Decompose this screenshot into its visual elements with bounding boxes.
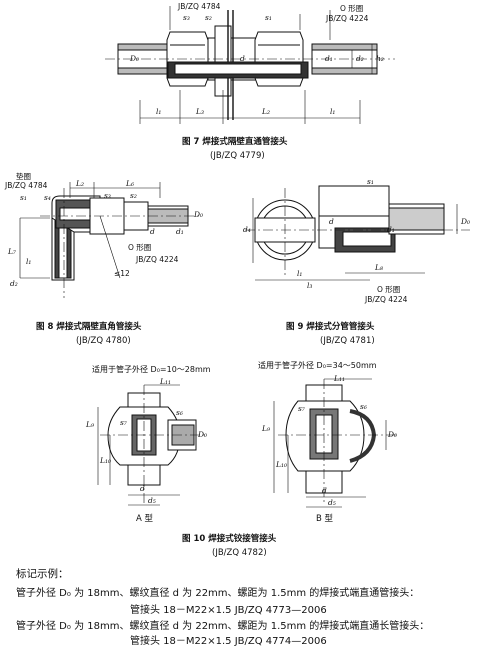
fig10a-label-d5: d₅	[148, 496, 156, 505]
marking-example-1: 管接头 18－M22×1.5 JB/ZQ 4773—2006	[130, 605, 327, 616]
fig7-label-s3: s₃	[183, 13, 190, 22]
fig8-label-l6: L₆	[126, 179, 134, 188]
fig10b-label-l10: L₁₀	[276, 460, 287, 469]
fig10a-label-s6: s₆	[176, 408, 183, 417]
fig8-label-s1: s₁	[20, 193, 27, 202]
fig8-label-l1: l₁	[26, 257, 32, 266]
fig10b-label-s7: s₇	[298, 404, 305, 413]
fig9-o-ring: O 形圈	[377, 285, 401, 294]
fig9-label-d0: D₀	[461, 217, 471, 226]
marking-line-1: 管子外径 D₀ 为 18mm、螺纹直径 d 为 22mm、螺距为 1.5mm 的…	[16, 588, 420, 599]
fig7-label-l1a: l₁	[156, 107, 162, 116]
fig9-label-l1: l₁	[297, 269, 303, 278]
fig7-label-s2: s₂	[205, 13, 212, 22]
fig7-label-s1: s₁	[265, 13, 272, 22]
fig7-std-top: JB/ZQ 4784	[178, 2, 221, 11]
fig9-label-d: d	[329, 217, 334, 226]
figure-7-drawing: JB/ZQ 4784 JB/ZQ 4224 O 形圈 s₃ s₂ s₁ D₀ d…	[0, 0, 486, 170]
fig7-label-l1b: l₁	[330, 107, 336, 116]
fig7-std-right: JB/ZQ 4224	[326, 14, 369, 23]
fig7-label-l3: L₃	[196, 107, 204, 116]
fig8-label-d2: d₂	[10, 279, 18, 288]
fig8-std-o: JB/ZQ 4224	[136, 255, 179, 264]
fig10-caption: 图 10 焊接式铰接管接头	[182, 534, 277, 544]
figure-9-drawing: s₁ d₄ d d₁ D₀ l₁ L₈ l₃ O 形圈 JB/ZQ 4224	[235, 168, 486, 308]
fig10a-label-l10: L₁₀	[100, 456, 111, 465]
fig8-label-d1: d₁	[176, 227, 184, 236]
fig9-label-s1: s₁	[367, 177, 374, 186]
fig9-label-d4: d₄	[243, 225, 251, 234]
fig10a-label-l11: L₁₁	[160, 377, 171, 386]
fig8-standard: (JB/ZQ 4780)	[76, 336, 131, 346]
fig10-type-a: A 型	[136, 514, 154, 524]
fig7-label-l2: L₂	[262, 107, 270, 116]
fig8-label-s4: s₄	[44, 193, 51, 202]
fig7-label-d0: D₀	[130, 54, 140, 63]
fig10-standard: (JB/ZQ 4782)	[212, 548, 267, 558]
marking-example-2: 管接头 18－M22×1.5 JB/ZQ 4774—2006	[130, 636, 327, 647]
fig8-label-l2: L₂	[76, 179, 84, 188]
fig7-caption: 图 7 焊接式隔壁直通管接头	[182, 137, 288, 147]
fig7-label-d1: d₁	[325, 54, 333, 63]
fig7-label-h2: h₂	[376, 54, 384, 63]
fig8-label-s2: s₂	[130, 191, 137, 200]
fig8-label-l7: L₇	[8, 247, 16, 256]
fig10b-label-s6: s₆	[360, 402, 367, 411]
fig10a-label-l9: L₉	[86, 420, 94, 429]
fig10a-label-d: d	[140, 484, 145, 493]
fig9-label-d1: d₁	[387, 225, 395, 234]
fig8-caption: 图 8 焊接式隔壁直角管接头	[36, 322, 142, 332]
fig8-o-ring: O 形圈	[128, 243, 152, 252]
fig10b-label-d0: D₀	[388, 430, 398, 439]
fig10-note-b: 适用于管子外径 D₀=34～50mm	[258, 361, 377, 370]
fig8-gasket: 垫圈	[16, 172, 31, 181]
fig10a-label-s7: s₇	[120, 418, 127, 427]
fig8-label-d0: D₀	[194, 210, 204, 219]
fig8-le12: ≤12	[114, 269, 130, 278]
fig9-caption: 图 9 焊接式分管管接头	[286, 322, 375, 332]
marking-line-2: 管子外径 D₀ 为 18mm、螺纹直径 d 为 22mm、螺距为 1.5mm 的…	[16, 621, 430, 632]
figure-8-drawing: 垫圈 JB/ZQ 4784 s₁ s₄ L₂ L₆ s₃ s₂ D₀ d d₁ …	[0, 168, 230, 308]
fig10b-label-d5: d₅	[328, 498, 336, 507]
fig9-label-l8: L₈	[375, 263, 383, 272]
fig10b-label-d: d	[322, 486, 327, 495]
figure-10a-drawing: L₁₁ L₉ L₁₀ s₇ s₆ D₀ d d₅	[80, 375, 210, 515]
fig10-type-b: B 型	[316, 514, 334, 524]
fig7-o-ring: O 形圈	[340, 4, 364, 13]
fig10b-label-l11: L₁₁	[334, 374, 345, 383]
fig9-standard: (JB/ZQ 4781)	[320, 336, 375, 346]
fig9-label-l3: l₃	[307, 281, 313, 290]
fig10-note-a: 适用于管子外径 D₀=10～28mm	[92, 365, 211, 374]
marking-heading: 标记示例：	[16, 568, 69, 580]
fig7-label-d: d	[240, 54, 245, 63]
fig10b-label-l9: L₉	[262, 424, 270, 433]
fig7-standard: (JB/ZQ 4779)	[210, 151, 265, 161]
fig7-label-d2: d₂	[356, 54, 364, 63]
fig9-std-o: JB/ZQ 4224	[365, 295, 408, 304]
figure-10b-drawing: L₁₁ L₉ L₁₀ s₇ s₆ D₀ d d₅	[262, 375, 402, 515]
fig10a-label-d0: D₀	[198, 430, 208, 439]
fig8-std-top: JB/ZQ 4784	[5, 181, 48, 190]
fig8-label-s3: s₃	[104, 191, 111, 200]
fig8-label-d: d	[150, 227, 155, 236]
